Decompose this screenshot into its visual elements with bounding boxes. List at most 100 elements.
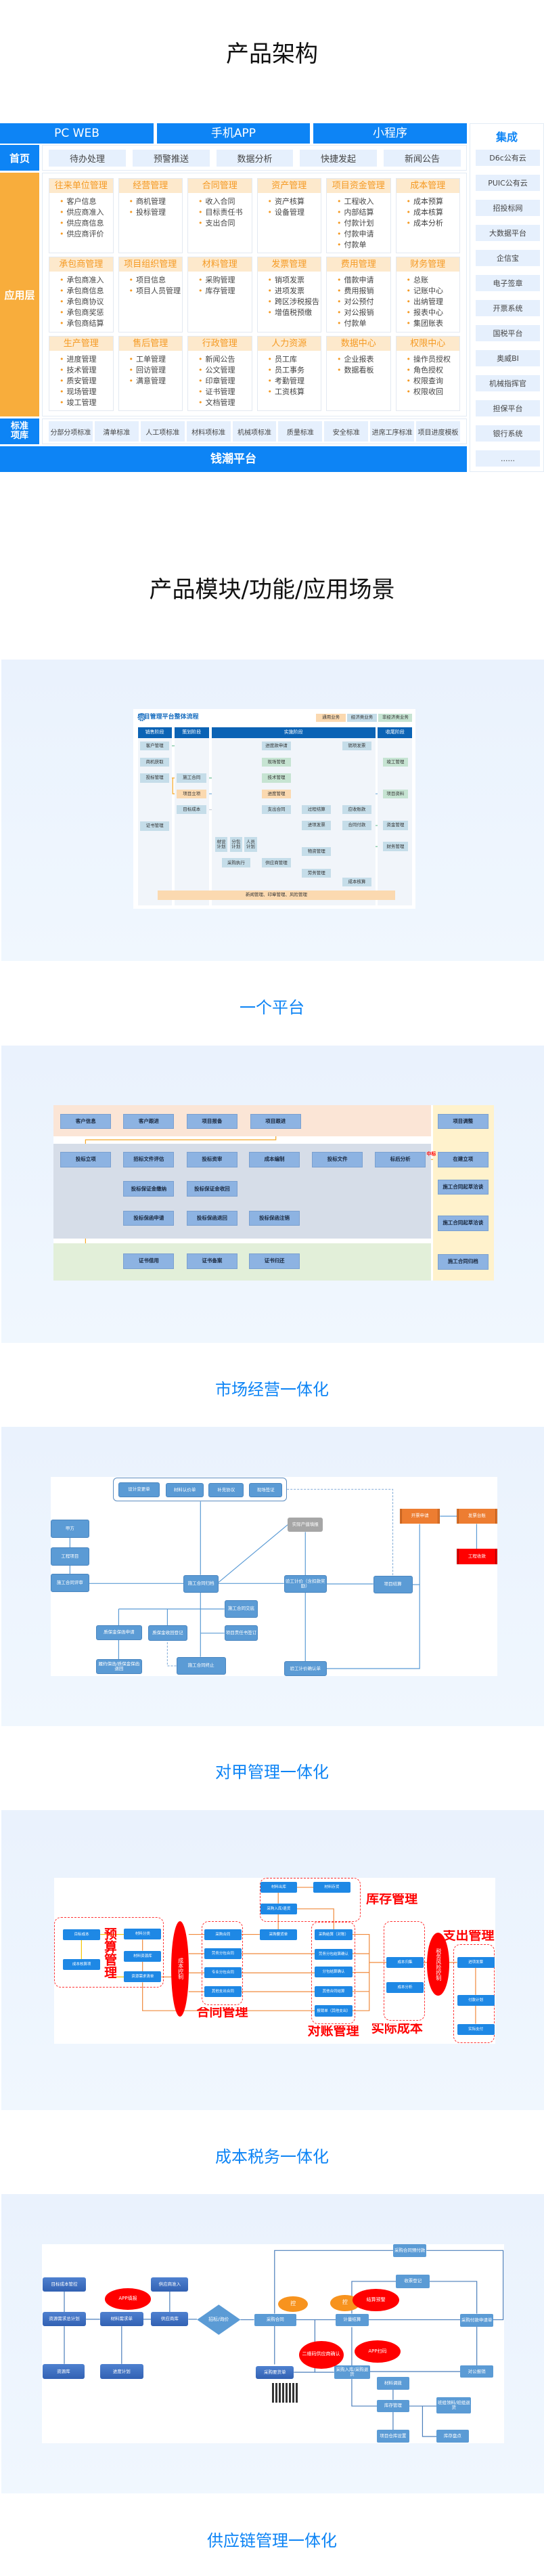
module-card-title[interactable]: 项目资金管理 [327,179,390,193]
module-item[interactable]: 记账中心 [407,286,460,297]
integration-item[interactable]: D6c公有云 [476,150,540,166]
module-item[interactable]: 操作员授权 [407,354,460,365]
standard-item[interactable]: 材料项标准 [186,421,231,442]
module-item[interactable]: 投标管理 [129,207,183,218]
module-item[interactable]: 资产核算 [268,196,321,207]
module-item[interactable]: 设备管理 [268,207,321,218]
module-item[interactable]: 角色授权 [407,365,460,376]
module-item[interactable]: 证书管理 [198,387,252,398]
module-item[interactable]: 供应商评价 [60,229,113,240]
module-item[interactable]: 供应商信息 [60,218,113,229]
module-item[interactable]: 成本核算 [407,207,460,218]
home-item-news[interactable]: 新闻公告 [384,150,461,167]
integration-item[interactable]: ...... [476,450,540,467]
module-item[interactable]: 增值税预缴 [268,307,321,318]
module-item[interactable]: 承包商奖惩 [60,307,113,318]
standard-item[interactable]: 人工项标准 [140,421,185,442]
module-item[interactable]: 商机管理 [129,196,183,207]
home-item-quick-start[interactable]: 快捷发起 [300,150,377,167]
module-item[interactable]: 项目信息 [129,275,183,286]
module-item[interactable]: 费用报销 [337,286,390,297]
module-item[interactable]: 借款申请 [337,275,390,286]
module-card-title[interactable]: 合同管理 [188,179,252,193]
module-item[interactable]: 权限收回 [407,387,460,398]
module-card-title[interactable]: 承包商管理 [49,257,113,272]
standard-item[interactable]: 进席工序标准 [370,421,415,442]
module-item[interactable]: 集团账表 [407,318,460,329]
module-item[interactable]: 收入合同 [198,196,252,207]
integration-item[interactable]: PUIC公有云 [476,175,540,191]
module-card-title[interactable]: 材料管理 [188,257,252,272]
module-item[interactable]: 项目人员管理 [129,286,183,297]
module-card-title[interactable]: 行政管理 [188,336,252,351]
module-item[interactable]: 企业报表 [337,354,390,365]
module-item[interactable]: 采购管理 [198,275,252,286]
module-item[interactable]: 销项发票 [268,275,321,286]
module-item[interactable]: 满意管理 [129,376,183,387]
module-item[interactable]: 印章管理 [198,376,252,387]
module-card-title[interactable]: 项目组织管理 [118,257,182,272]
standard-item[interactable]: 安全标准 [324,421,369,442]
integration-item[interactable]: 担保平台 [476,400,540,416]
module-item[interactable]: 内部结算 [337,207,390,218]
module-item[interactable]: 新闻公告 [198,354,252,365]
module-item[interactable]: 质安管理 [60,376,113,387]
module-card-title[interactable]: 人力资源 [257,336,321,351]
integration-item[interactable]: 银行系统 [476,425,540,442]
module-card-title[interactable]: 经营管理 [118,179,182,193]
module-item[interactable]: 权限查询 [407,376,460,387]
module-item[interactable]: 支出合同 [198,218,252,229]
module-card-title[interactable]: 生产管理 [49,336,113,351]
module-item[interactable]: 工程收入 [337,196,390,207]
module-card-title[interactable]: 售后管理 [118,336,182,351]
module-card-title[interactable]: 权限中心 [396,336,459,351]
module-card-title[interactable]: 资产管理 [257,179,321,193]
standard-item[interactable]: 质量标准 [278,421,323,442]
integration-item[interactable]: 国税平台 [476,325,540,341]
module-item[interactable]: 现场管理 [60,387,113,398]
module-item[interactable]: 总账 [407,275,460,286]
module-card-title[interactable]: 财务管理 [396,257,459,272]
module-item[interactable]: 目标责任书 [198,207,252,218]
module-item[interactable]: 付款申请 [337,229,390,240]
integration-item[interactable]: 电子签章 [476,275,540,291]
module-item[interactable]: 竣工管理 [60,398,113,408]
integration-item[interactable]: 企信宝 [476,250,540,266]
standard-item[interactable]: 清单标准 [94,421,139,442]
module-card-title[interactable]: 往来单位管理 [49,179,113,193]
module-item[interactable]: 公文管理 [198,365,252,376]
module-item[interactable]: 考勤管理 [268,376,321,387]
module-item[interactable]: 承包商准入 [60,275,113,286]
module-item[interactable]: 进项发票 [268,286,321,297]
module-item[interactable]: 报表中心 [407,307,460,318]
module-item[interactable]: 库存管理 [198,286,252,297]
standard-item[interactable]: 项目进度模板 [416,421,460,442]
integration-item[interactable]: 奥威BI [476,350,540,366]
module-item[interactable]: 工资核算 [268,387,321,398]
standard-item[interactable]: 分部分项标准 [49,421,93,442]
module-item[interactable]: 对公报销 [337,307,390,318]
integration-item[interactable]: 招投标网 [476,200,540,216]
module-item[interactable]: 承包商信息 [60,286,113,297]
module-item[interactable]: 承包商结算 [60,318,113,329]
standard-item[interactable]: 机械项标准 [232,421,277,442]
module-card-title[interactable]: 数据中心 [327,336,390,351]
module-item[interactable]: 付款计划 [337,218,390,229]
module-item[interactable]: 员工事务 [268,365,321,376]
home-item-todo[interactable]: 待办处理 [49,150,126,167]
module-item[interactable]: 承包商协议 [60,297,113,307]
module-item[interactable]: 供应商准入 [60,207,113,218]
module-item[interactable]: 跨区涉税报告 [268,297,321,307]
module-item[interactable]: 客户信息 [60,196,113,207]
module-item[interactable]: 成本预算 [407,196,460,207]
module-item[interactable]: 技术管理 [60,365,113,376]
home-item-alerts[interactable]: 预警推送 [133,150,210,167]
home-item-analytics[interactable]: 数据分析 [217,150,293,167]
module-item[interactable]: 员工库 [268,354,321,365]
module-item[interactable]: 对公预付 [337,297,390,307]
module-item[interactable]: 付款单 [337,240,390,251]
module-card-title[interactable]: 费用管理 [327,257,390,272]
integration-item[interactable]: 机械指挥官 [476,375,540,391]
integration-item[interactable]: 大数据平台 [476,225,540,241]
module-card-title[interactable]: 成本管理 [396,179,459,193]
